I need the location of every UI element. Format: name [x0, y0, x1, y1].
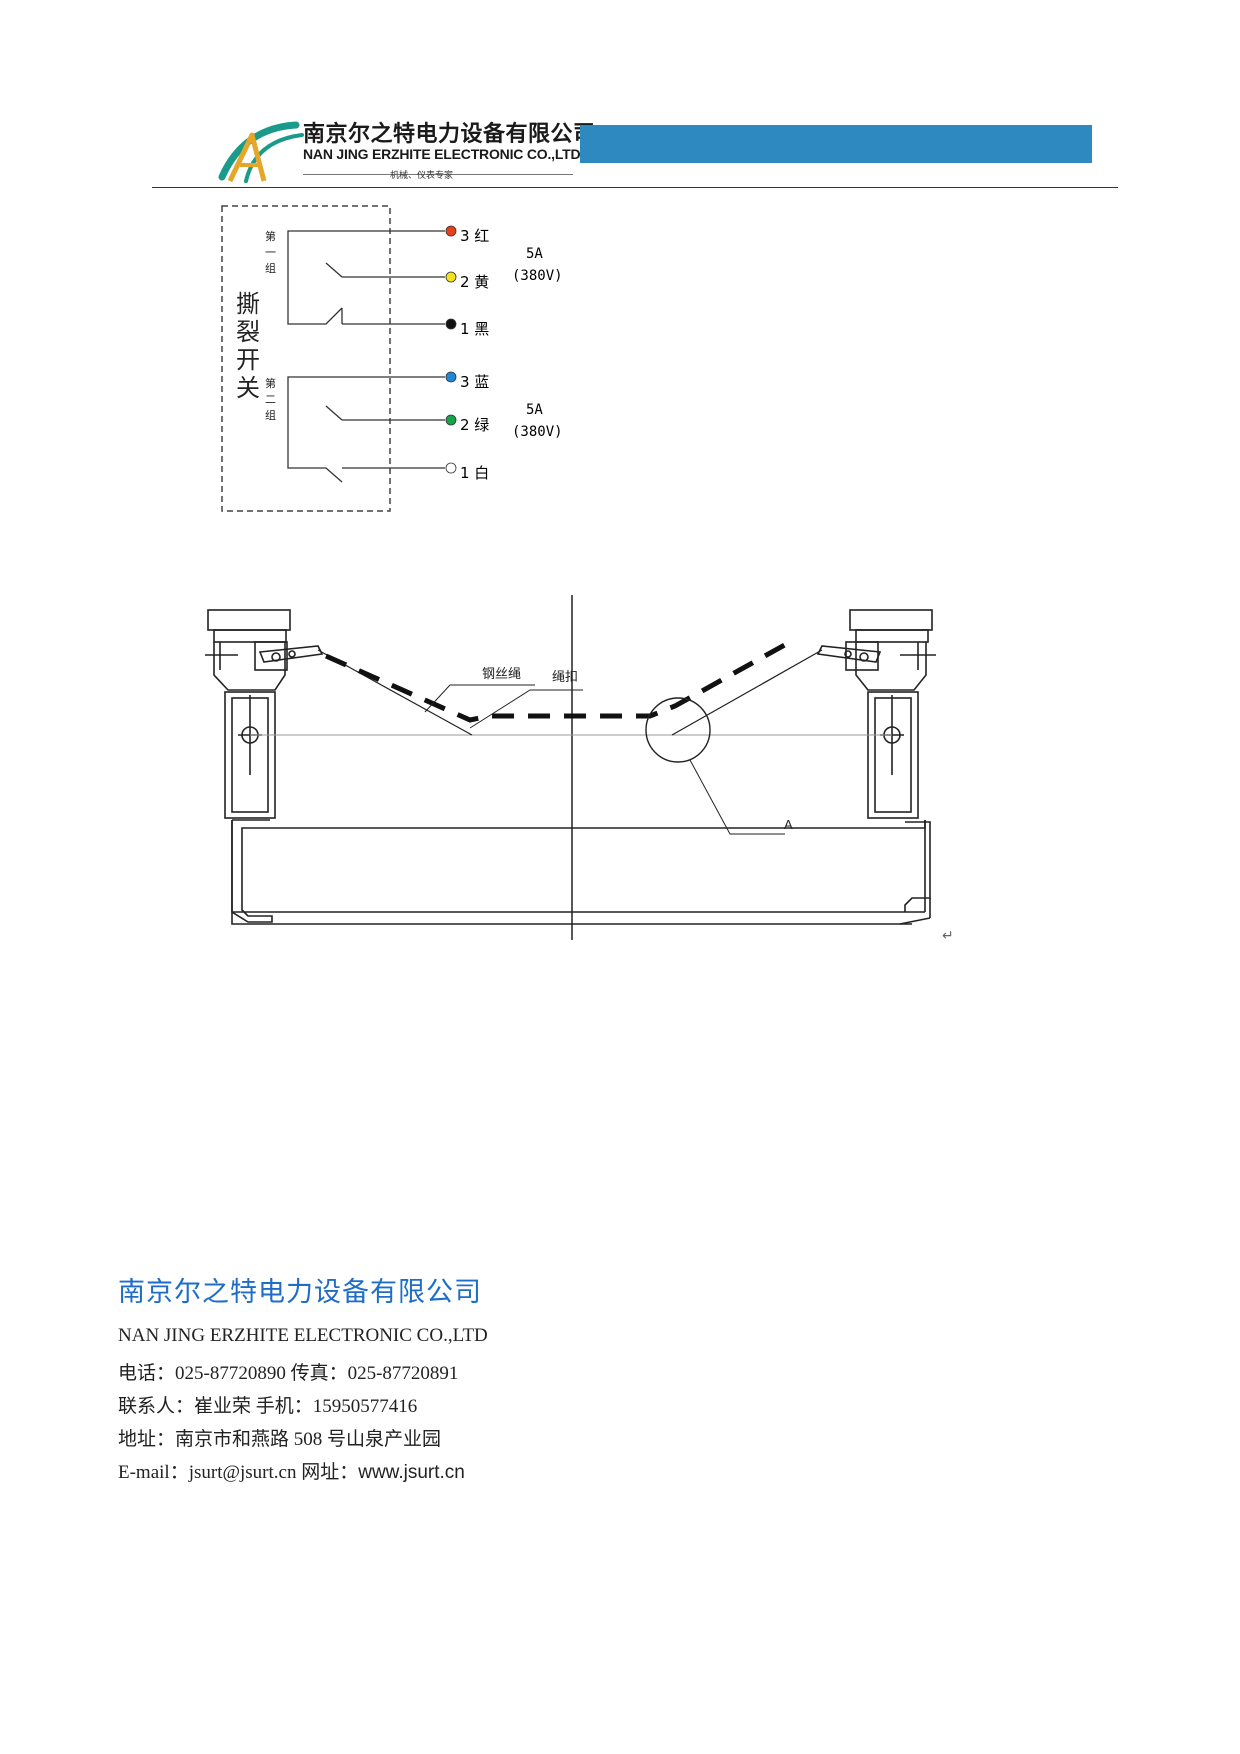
- group1-label: 第 一 组: [265, 229, 280, 275]
- group1-rating-current: 5A: [526, 246, 543, 262]
- terminal-label: 1 黑: [460, 320, 489, 338]
- deflected-rope-line: [324, 639, 792, 723]
- wire-rope-leader: [424, 684, 535, 713]
- terminal-dot-red: [445, 225, 457, 237]
- terminal-dot-yellow: [445, 271, 457, 283]
- switch-title: 撕 裂 开 关: [236, 290, 268, 402]
- footer-phone-line: 电话：025-87720890 传真：025-87720891: [118, 1358, 458, 1385]
- phone-label: 电话：: [118, 1363, 176, 1384]
- header-company-name-cn: 南京尔之特电力设备有限公司: [303, 122, 596, 147]
- terminal-dot-green: [445, 414, 457, 426]
- mobile-value: 15950577416: [312, 1396, 418, 1417]
- mechanical-drawing: A 钢丝绳 绳扣 ↵: [205, 595, 954, 944]
- footer-company-name-en: NAN JING ERZHITE ELECTRONIC CO.,LTD: [118, 1325, 488, 1346]
- right-lever: [816, 645, 882, 663]
- terminal-dot-white: [445, 462, 457, 474]
- terminal-label: 3 蓝: [460, 373, 489, 391]
- terminal-label: 1 白: [460, 464, 489, 482]
- group2-circuit: [287, 376, 445, 483]
- detail-circle: [645, 697, 711, 763]
- frame-top-left: [231, 820, 926, 923]
- terminal-dot-black: [445, 318, 457, 330]
- mobile-label: 手机：: [255, 1396, 313, 1417]
- right-bracket: [867, 691, 919, 819]
- email-label: E-mail：: [118, 1462, 189, 1483]
- email-link[interactable]: jsurt@jsurt.cn: [188, 1462, 297, 1483]
- detail-label: A: [784, 817, 793, 832]
- left-lever: [258, 645, 324, 663]
- footer-company-name-cn: 南京尔之特电力设备有限公司: [118, 1277, 482, 1308]
- group1-rating-voltage: (380V): [512, 268, 563, 284]
- address-part-a: 南京市和燕路: [175, 1429, 290, 1450]
- left-switch-housing: [207, 609, 291, 631]
- wire-rope-right: [671, 649, 823, 736]
- company-logo-icon: [218, 121, 304, 183]
- frame-bottom: [231, 820, 912, 925]
- right-switch-housing: [849, 609, 933, 631]
- fax-label: 传真：: [290, 1363, 348, 1384]
- rope-clip-leader: [469, 689, 583, 729]
- group1-circuit: [287, 230, 445, 325]
- group2-rating-voltage: (380V): [512, 424, 563, 440]
- footer-email-line: E-mail：jsurt@jsurt.cn 网址：www.jsurt.cn: [118, 1457, 465, 1484]
- group2-rating-current: 5A: [526, 402, 543, 418]
- website-link[interactable]: www.jsurt.cn: [358, 1462, 465, 1483]
- website-label: 网址：: [301, 1462, 359, 1483]
- return-mark: ↵: [942, 928, 954, 944]
- header-slogan-divider: [303, 174, 573, 175]
- footer-address-line: 地址：南京市和燕路 508 号山泉产业园: [118, 1424, 441, 1451]
- rope-clip-label: 绳扣: [552, 670, 578, 685]
- fax-value: 025-87720891: [347, 1363, 459, 1384]
- detail-leader: [689, 759, 785, 835]
- terminal-label: 3 红: [460, 227, 489, 245]
- header-rule: [152, 187, 1118, 188]
- address-part-b: 号山泉产业园: [327, 1429, 442, 1450]
- address-label: 地址：: [118, 1429, 176, 1450]
- terminal-label: 2 黄: [460, 273, 489, 291]
- contact-label: 联系人：: [118, 1396, 195, 1417]
- header-company-name-en: NAN JING ERZHITE ELECTRONIC CO.,LTD: [303, 146, 581, 162]
- footer-contact-line: 联系人：崔业荣 手机：15950577416: [118, 1391, 417, 1418]
- address-number: 508: [293, 1429, 323, 1450]
- header-color-bar: [580, 125, 1092, 163]
- group2-label: 第 二 组: [265, 376, 280, 422]
- header-slogan: 机械、仪表专家: [390, 171, 454, 181]
- terminal-label: 2 绿: [460, 416, 489, 434]
- phone-value: 025-87720890: [175, 1363, 286, 1384]
- contact-name: 崔业荣: [194, 1396, 252, 1417]
- wiring-diagram: 撕 裂 开 关 第 一 组 第 二 组 3 红 2 黄 1 黑 3 蓝 2 绿 …: [221, 205, 563, 512]
- switch-enclosure: [221, 205, 391, 512]
- wire-rope-label: 钢丝绳: [482, 667, 521, 682]
- terminal-dot-blue: [445, 371, 457, 383]
- left-bracket: [224, 691, 276, 819]
